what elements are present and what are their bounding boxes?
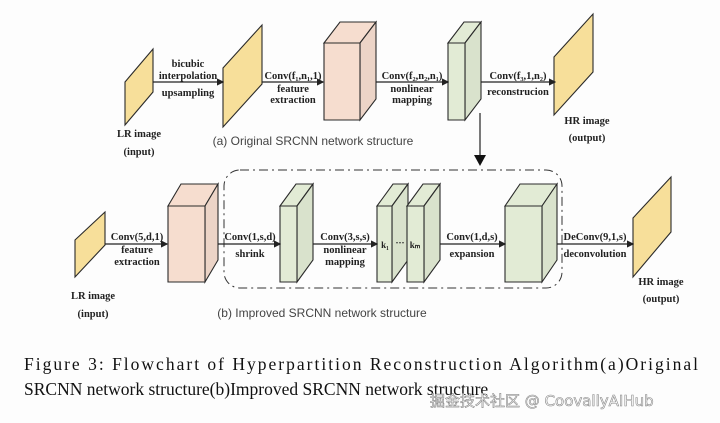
- lr-input-sub: (input): [78, 309, 109, 320]
- subfigure-caption-b: (b) Improved SRCNN network structure: [217, 306, 427, 320]
- step-label: Conv(f₂,n₂,n₁): [382, 71, 443, 82]
- down-arrow: [474, 113, 486, 166]
- step-label: extraction: [114, 257, 160, 268]
- figure-caption-line1: Figure 3: Flowchart of Hyperpartition Re…: [24, 354, 698, 374]
- step-label: nonlinear: [390, 84, 434, 95]
- figure-caption-line2: SRCNN network structure(b)Improved SRCNN…: [24, 379, 488, 399]
- hr-output-sub: (output): [569, 133, 606, 144]
- step-label: reconstrucion: [487, 87, 549, 98]
- step-label: shrink: [235, 249, 264, 260]
- watermark: 掘金技术社区 @ CoovallyAIHub: [430, 392, 654, 410]
- shrink-slab: [279, 205, 298, 283]
- feature-map-box: [323, 42, 361, 121]
- step-label: bicubic: [172, 59, 205, 70]
- step-label: upsampling: [162, 88, 215, 99]
- hr-output-plane: [553, 12, 594, 117]
- k1-label: k₁: [381, 240, 389, 250]
- mapping-slab: [447, 42, 466, 121]
- expansion-box: [504, 205, 543, 283]
- hr-image-label: HR image: [638, 277, 684, 288]
- step-label: expansion: [450, 249, 495, 260]
- improved-block-boundary: [223, 169, 563, 289]
- upsampled-plane: [222, 23, 263, 129]
- km-label: kₘ: [410, 240, 421, 250]
- lr-input-plane-b: [74, 210, 106, 279]
- step-label: DeConv(9,1,s): [564, 232, 627, 243]
- step-label: mapping: [392, 95, 432, 106]
- step-label: extraction: [270, 95, 316, 106]
- step-label: Conv(1,s,d): [224, 232, 276, 243]
- step-label: feature: [277, 84, 309, 95]
- k-ellipsis: ···: [395, 238, 404, 248]
- step-label: mapping: [325, 257, 365, 268]
- lr-input-sub: (input): [124, 147, 155, 158]
- step-label: interpolation: [159, 71, 217, 82]
- hr-image-label: HR image: [564, 116, 610, 127]
- step-label: Conv(5,d,1): [111, 232, 164, 243]
- step-label: nonlinear: [323, 245, 367, 256]
- lr-image-label: LR image: [71, 291, 115, 302]
- step-label: Conv(1,d,s): [446, 232, 498, 243]
- step-label: Conv(f₃,1,n₂): [489, 71, 547, 82]
- subfigure-caption-a: (a) Original SRCNN network structure: [213, 134, 414, 148]
- mapping-slab-km: [406, 205, 425, 283]
- step-label: feature: [121, 245, 153, 256]
- feature-map-box-b: [167, 205, 206, 283]
- lr-input-plane: [124, 47, 154, 127]
- mapping-slab-k1: [376, 205, 393, 283]
- step-label: Conv(3,s,s): [320, 232, 370, 243]
- step-label: deconvolution: [563, 249, 626, 260]
- step-label: Conv(f₁,n₁,1): [264, 71, 322, 82]
- hr-output-sub: (output): [643, 294, 680, 305]
- hr-output-plane-b: [632, 175, 672, 279]
- lr-image-label: LR image: [117, 129, 161, 140]
